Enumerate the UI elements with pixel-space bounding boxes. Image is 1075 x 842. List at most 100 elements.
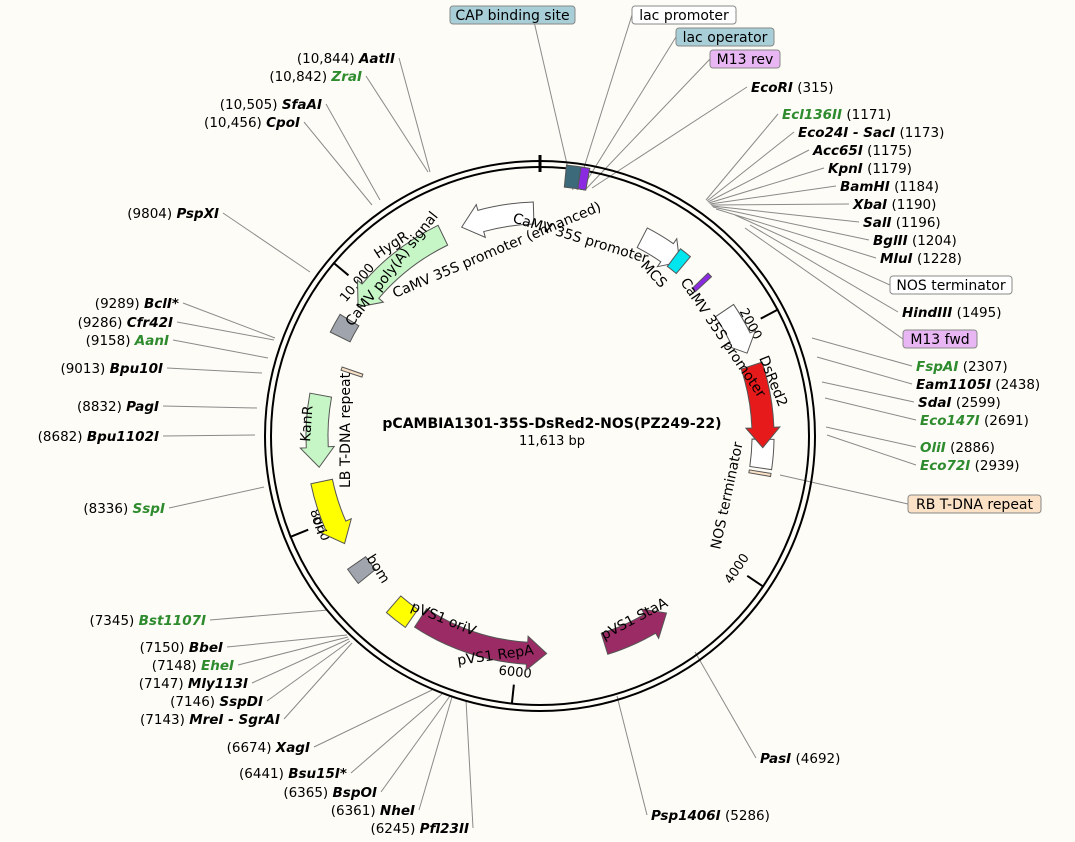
site-psp1406i: Psp1406I (5286) xyxy=(651,808,770,824)
leader-line xyxy=(749,224,899,313)
site-sfaai: (10,505) SfaAI xyxy=(220,97,322,113)
site-position: (8682) xyxy=(38,429,83,445)
leader-line xyxy=(172,339,269,359)
leader-line xyxy=(313,689,433,748)
site-name: Psp1406I xyxy=(651,808,721,824)
site-position: (5286) xyxy=(725,808,770,824)
leader-line xyxy=(303,121,373,206)
leader-line xyxy=(705,113,779,201)
site-name: BglII xyxy=(873,233,908,249)
leader-line xyxy=(811,337,913,367)
site-position: (9158) xyxy=(86,333,131,349)
leader-line xyxy=(182,302,276,339)
label-text: M13 rev xyxy=(717,52,774,68)
site-name: BclI* xyxy=(144,296,179,312)
site-position: (9804) xyxy=(127,206,172,222)
site-position: (6674) xyxy=(227,740,272,756)
plasmid-backbone xyxy=(264,155,816,712)
leader-line xyxy=(350,693,443,774)
site-sspi: (8336) SspI xyxy=(83,501,165,517)
site-name: AanI xyxy=(134,333,169,349)
leader-line xyxy=(266,640,351,702)
leader-line xyxy=(222,212,311,273)
site-position: (9286) xyxy=(78,315,123,331)
site-position: (7147) xyxy=(139,676,184,692)
feature-camv-35s-promoter-enhanced xyxy=(460,201,535,239)
leader-line xyxy=(706,131,795,202)
leader-line xyxy=(734,214,891,286)
site-bpu1102i: (8682) Bpu1102I xyxy=(38,429,159,445)
plasmid-name: pCAMBIA1301-35S-DsRed2-NOS(PZ249-22) xyxy=(382,416,721,432)
site-name: Mly113I xyxy=(188,676,248,692)
site-label: Eco72I (2939) xyxy=(920,458,1020,474)
feature-pvs1-staa xyxy=(600,608,668,655)
leader-line xyxy=(826,434,917,466)
leader-line xyxy=(168,486,265,509)
label-box xyxy=(889,275,1013,295)
site-name: Eco147I xyxy=(920,413,980,429)
site-pspxi: (9804) PspXI xyxy=(127,206,219,222)
site-label: BamHI (1184) xyxy=(840,179,939,195)
site-label: (7147) Mly113I xyxy=(139,676,248,692)
site-position: (10,842) xyxy=(269,69,327,85)
site-label: FspAI (2307) xyxy=(916,359,1008,375)
site-name: XagI xyxy=(275,740,310,756)
site-name: KpnI xyxy=(828,161,863,177)
site-hindiii: HindIII (1495) xyxy=(902,305,1001,321)
tick-label: 6000 xyxy=(498,664,532,682)
site-bglii: BglII (1204) xyxy=(873,233,957,249)
site-kpni: KpnI (1179) xyxy=(828,161,912,177)
leader-line xyxy=(779,474,909,505)
site-position: (9289) xyxy=(95,296,140,312)
site-position: (2691) xyxy=(984,413,1029,429)
feature-ori xyxy=(310,478,353,545)
feature-bom xyxy=(346,556,377,585)
site-name: Bsu15I* xyxy=(288,766,347,782)
leader-line xyxy=(744,227,904,340)
site-ecl136ii: Ecl136II (1171) xyxy=(782,107,891,123)
site-label: (8682) Bpu1102I xyxy=(38,429,159,445)
site-cfr42i: (9286) Cfr42I xyxy=(78,315,173,331)
site-label: MluI (1228) xyxy=(880,251,962,267)
site-name: FspAI xyxy=(916,359,958,375)
site-label: HindIII (1495) xyxy=(902,305,1001,321)
site-label: Acc65I (1175) xyxy=(812,143,912,159)
site-xagi: (6674) XagI xyxy=(227,740,310,756)
site-label: EcoRI (315) xyxy=(751,80,834,96)
site-name: CpoI xyxy=(266,115,300,131)
leader-line xyxy=(824,397,917,421)
site-label: (7143) MreI - SgrAI xyxy=(140,712,280,728)
leader-line xyxy=(715,208,877,259)
site-nhei: (6361) NheI xyxy=(331,803,415,819)
leader-lines xyxy=(162,14,917,829)
site-olii: OliI (2886) xyxy=(920,440,995,456)
site-mrei-sgrai: (7143) MreI - SgrAI xyxy=(140,712,280,728)
site-aatii: (10,844) AatII xyxy=(297,51,395,67)
site-position: (2438) xyxy=(995,377,1040,393)
feature-camv-poly-a-signal xyxy=(329,313,360,343)
leader-line xyxy=(825,426,917,448)
feature-glyphs xyxy=(299,164,781,672)
site-label: (9286) Cfr42I xyxy=(78,315,173,331)
site-name: Cfr42I xyxy=(127,315,173,331)
site-position: (7143) xyxy=(140,712,185,728)
site-label: XbaI (1190) xyxy=(852,197,936,213)
leader-line xyxy=(709,185,837,205)
leader-line xyxy=(226,634,348,648)
restriction-site-labels: (10,844) AatII(10,842) ZraI(10,505) SfaA… xyxy=(38,51,1041,837)
site-label: (8832) PagI xyxy=(77,399,159,415)
site-name: PasI xyxy=(760,751,791,767)
feature-dsred2 xyxy=(740,361,781,449)
site-name: BamHI xyxy=(840,179,890,195)
site-position: (4692) xyxy=(796,751,841,767)
boxed-label-lac-promoter: lac promoter xyxy=(631,5,737,25)
label-text: CAP binding site xyxy=(455,8,569,24)
site-position: (2599) xyxy=(956,395,1001,411)
site-position: (1228) xyxy=(917,251,962,267)
leader-line xyxy=(237,636,349,666)
label-text: M13 fwd xyxy=(910,332,969,348)
boxed-label-nos-terminator: NOS terminator xyxy=(889,275,1013,295)
leader-line xyxy=(365,75,429,173)
feature-label-lb-t-dna-repeat: LB T-DNA repeat xyxy=(338,372,354,488)
site-name: OliI xyxy=(920,440,946,456)
